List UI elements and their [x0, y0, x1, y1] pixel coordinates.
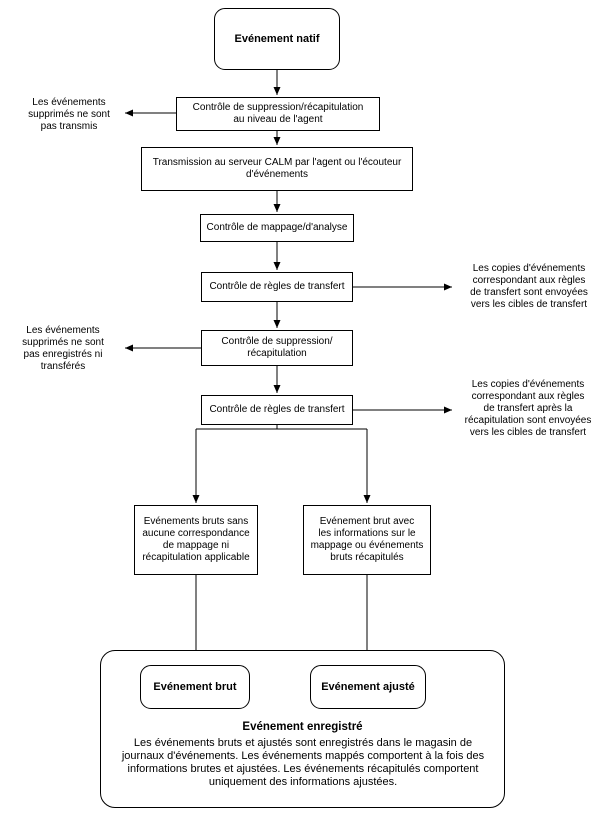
node-raw-event: Evénement brut [140, 665, 250, 709]
node-native-event: Evénement natif [214, 8, 340, 70]
node-mapping-analysis-control: Contrôle de mappage/d'analyse [200, 214, 354, 242]
recorded-event-description: Les événements bruts et ajustés sont enr… [121, 737, 485, 788]
node-raw-event-with-mapping: Evénement brut avec les informations sur… [303, 505, 431, 575]
recorded-event-title: Evénement enregistré [242, 721, 363, 733]
node-transfer-rules-control-2: Contrôle de règles de transfert [201, 395, 353, 425]
node-suppression-summarization-control: Contrôle de suppression/ récapitulation [201, 330, 353, 366]
node-agent-suppression-control: Contrôle de suppression/récapitulation a… [176, 97, 380, 131]
node-raw-events-no-mapping: Evénements bruts sans aucune corresponda… [134, 505, 258, 575]
label-not-recorded: Les événements supprimés ne sont pas enr… [22, 325, 104, 372]
node-transfer-rules-control-1: Contrôle de règles de transfert [201, 272, 353, 302]
label-transfer-copies-2: Les copies d'événements correspondant au… [464, 379, 592, 438]
label-not-transmitted: Les événements supprimés ne sont pas tra… [28, 97, 110, 132]
node-adjusted-event: Evénement ajusté [310, 665, 426, 709]
node-calm-transmission: Transmission au serveur CALM par l'agent… [141, 147, 413, 191]
label-transfer-copies-1: Les copies d'événements correspondant au… [470, 263, 588, 310]
